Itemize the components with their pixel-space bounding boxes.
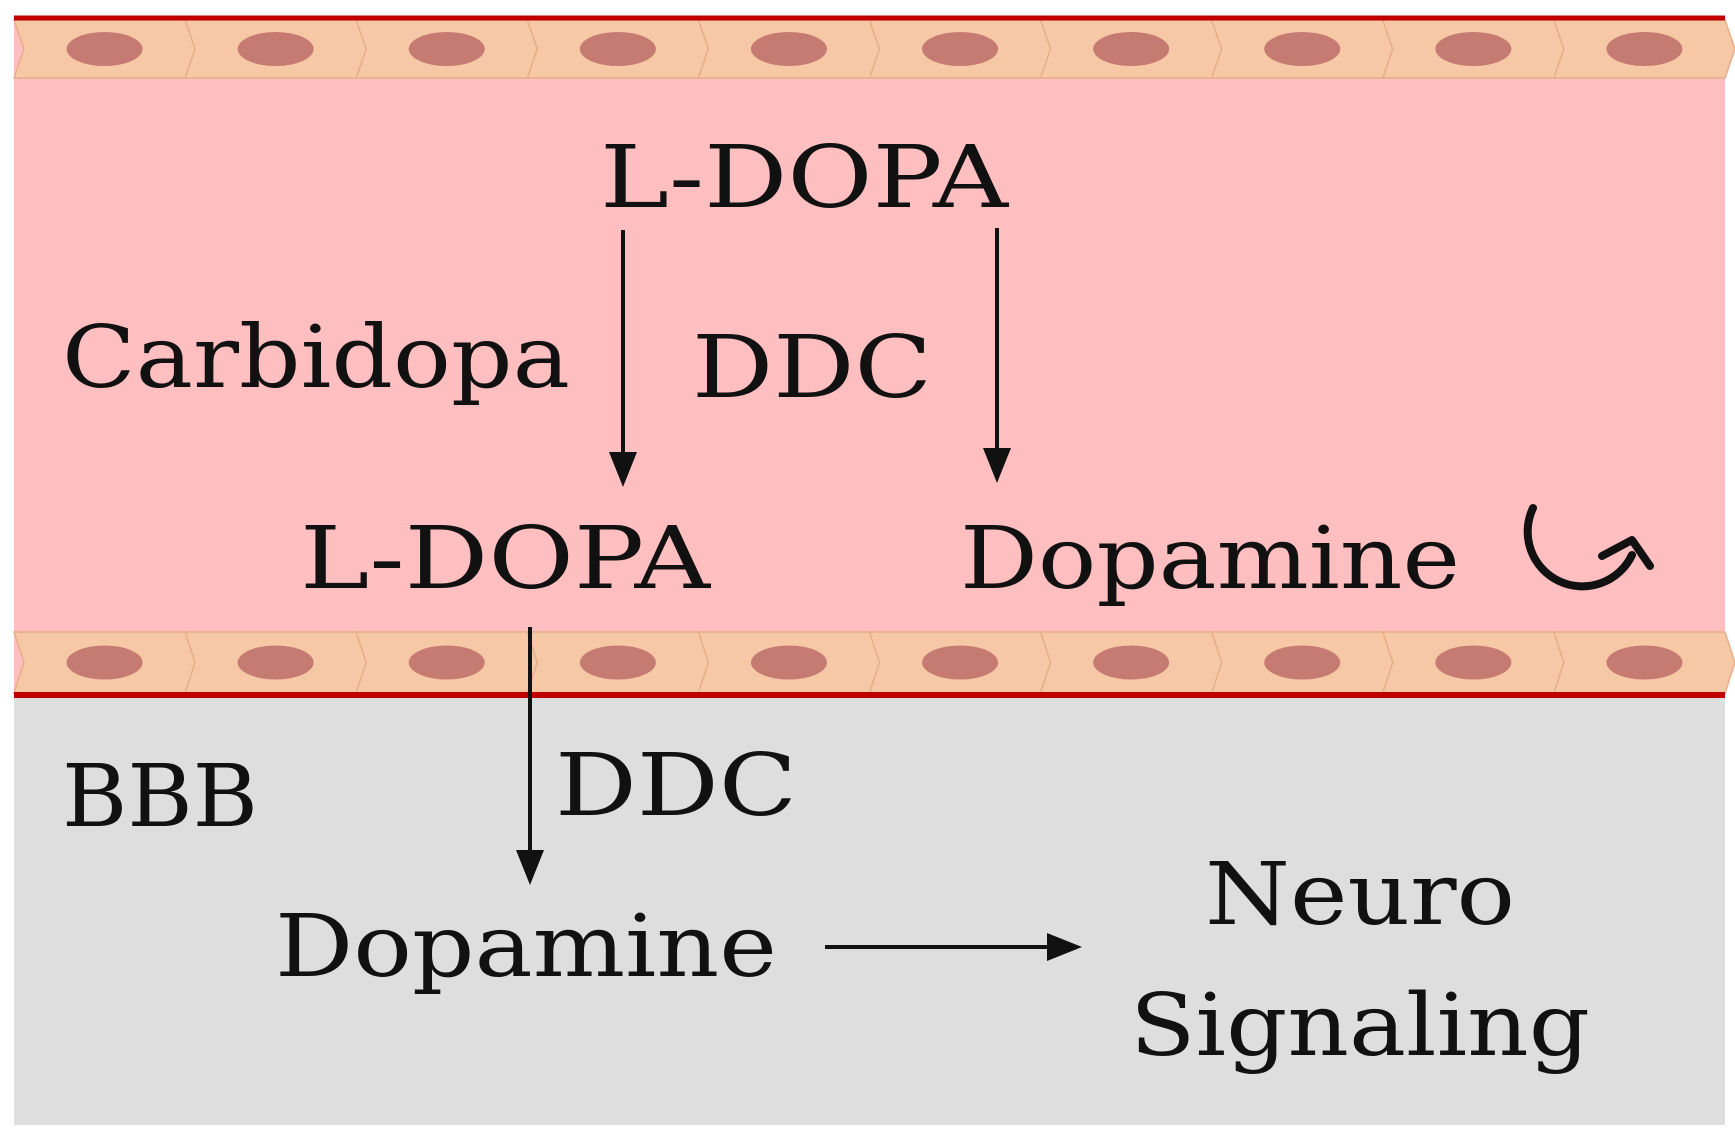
- cell-nucleus: [579, 32, 656, 66]
- bbb-label: BBB: [62, 747, 258, 847]
- cell-nucleus: [237, 645, 314, 680]
- cell-nucleus: [1606, 32, 1683, 66]
- carbidopa-label: Carbidopa: [62, 308, 570, 408]
- cell-nucleus: [1435, 32, 1512, 66]
- cell-nucleus: [579, 645, 656, 680]
- cell-nucleus: [408, 32, 485, 66]
- cell-nucleus: [922, 32, 999, 66]
- cell-nucleus: [1093, 32, 1170, 66]
- cell-nucleus: [1264, 32, 1341, 66]
- ldopa-mid-label: L-DOPA: [300, 509, 711, 609]
- arrow-dopamine-to-signaling: [825, 933, 1082, 961]
- ddc-vessel-label: DDC: [692, 318, 932, 418]
- cell-nucleus: [750, 645, 827, 680]
- circular-arrow-icon: [1523, 504, 1654, 591]
- blood-vessel-lumen: [14, 18, 1725, 695]
- brain-region: [14, 695, 1725, 1125]
- cell-nucleus: [1093, 645, 1170, 680]
- arrow-across-bbb: [516, 627, 544, 885]
- cell-nucleus: [1606, 645, 1683, 680]
- signaling-label: Signaling: [1130, 976, 1590, 1076]
- cell-nucleus: [922, 645, 999, 680]
- cell-nucleus: [1435, 645, 1512, 680]
- arrow-ldopa-to-dopamine: [983, 228, 1011, 483]
- cell-nucleus: [1264, 645, 1341, 680]
- cell-nucleus: [750, 32, 827, 66]
- cell-nucleus: [408, 645, 485, 680]
- ddc-brain-label: DDC: [555, 736, 797, 836]
- endothelial-cells-top: [12, 19, 1735, 79]
- dopamine-vessel-label: Dopamine: [960, 509, 1460, 609]
- neuro-label: Neuro: [1205, 845, 1515, 945]
- ldopa-top-label: L-DOPA: [600, 128, 1009, 228]
- cell-nucleus: [237, 32, 314, 66]
- cell-nucleus: [66, 645, 143, 680]
- dopamine-brain-label: Dopamine: [275, 897, 777, 997]
- endothelial-cells-bottom: [12, 631, 1735, 694]
- arrow-ldopa-to-ldopa: [609, 230, 637, 487]
- cell-nucleus: [66, 32, 143, 66]
